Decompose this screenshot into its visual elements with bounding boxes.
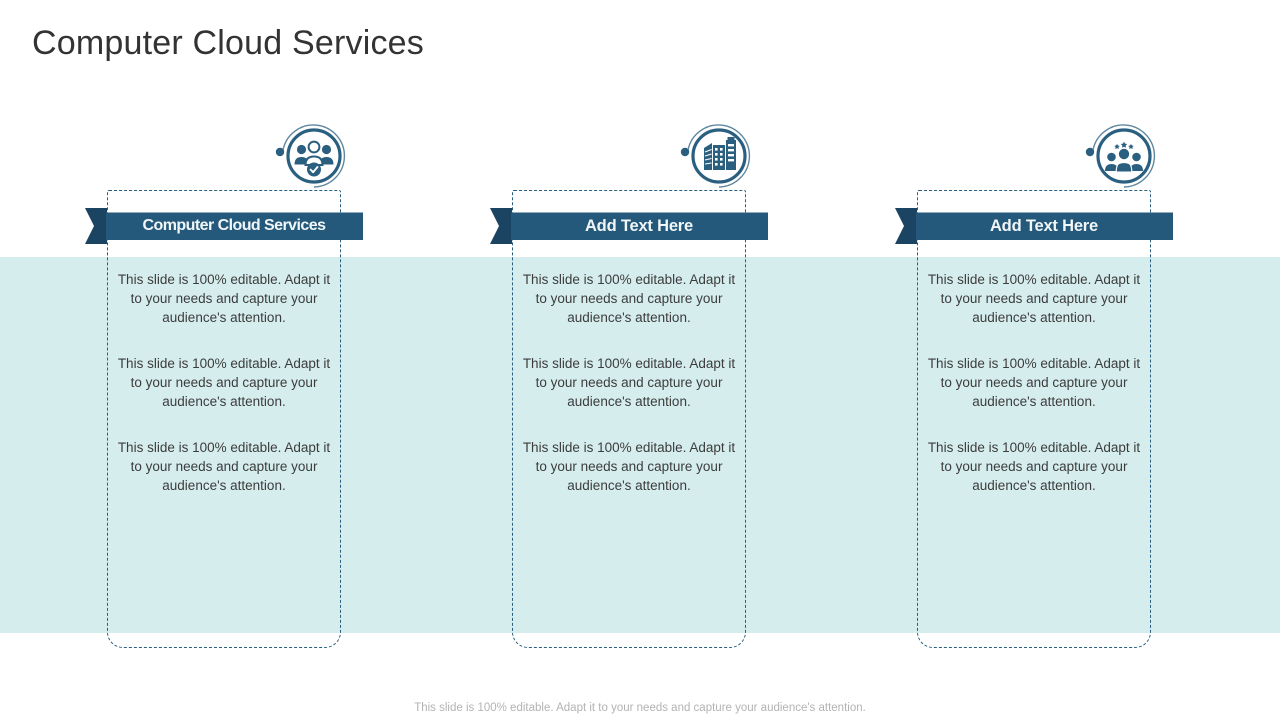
content-column: Computer Cloud Services This slide is 10…: [73, 0, 373, 720]
ribbon-shape: [85, 208, 363, 244]
team-check-icon: [274, 118, 350, 194]
dashed-card: [512, 190, 746, 648]
body-paragraph: This slide is 100% editable. Adapt it to…: [522, 440, 736, 493]
ribbon-shape: [895, 208, 1173, 244]
body-paragraph: This slide is 100% editable. Adapt it to…: [117, 356, 331, 409]
body-paragraph: This slide is 100% editable. Adapt it to…: [927, 272, 1141, 325]
body-paragraph: This slide is 100% editable. Adapt it to…: [522, 356, 736, 409]
column-body: This slide is 100% editable. Adapt it to…: [921, 270, 1147, 495]
column-heading-label: Add Text Here: [584, 217, 694, 235]
dashed-card: [917, 190, 1151, 648]
page-title: Computer Cloud Services: [32, 24, 424, 62]
column-heading-ribbon[interactable]: Add Text Here: [490, 208, 768, 244]
body-paragraph: This slide is 100% editable. Adapt it to…: [927, 440, 1141, 493]
column-heading-label: Add Text Here: [989, 217, 1099, 235]
body-paragraph: This slide is 100% editable. Adapt it to…: [117, 272, 331, 325]
buildings-icon: [679, 118, 755, 194]
dashed-card: [107, 190, 341, 648]
content-column: Add Text Here This slide is 100% editabl…: [478, 0, 778, 720]
ribbon-shape: [490, 208, 768, 244]
team-stars-icon: [1084, 118, 1160, 194]
body-paragraph: This slide is 100% editable. Adapt it to…: [927, 356, 1141, 409]
content-column: Add Text Here This slide is 100% editabl…: [883, 0, 1183, 720]
column-body: This slide is 100% editable. Adapt it to…: [516, 270, 742, 495]
body-paragraph: This slide is 100% editable. Adapt it to…: [522, 272, 736, 325]
column-heading-ribbon[interactable]: Computer Cloud Services: [85, 208, 363, 244]
body-paragraph: This slide is 100% editable. Adapt it to…: [117, 440, 331, 493]
column-heading-label: Computer Cloud Services: [142, 217, 327, 234]
footer-note: This slide is 100% editable. Adapt it to…: [414, 702, 866, 714]
background-band: [0, 257, 1280, 633]
column-heading-ribbon[interactable]: Add Text Here: [895, 208, 1173, 244]
column-body: This slide is 100% editable. Adapt it to…: [111, 270, 337, 495]
